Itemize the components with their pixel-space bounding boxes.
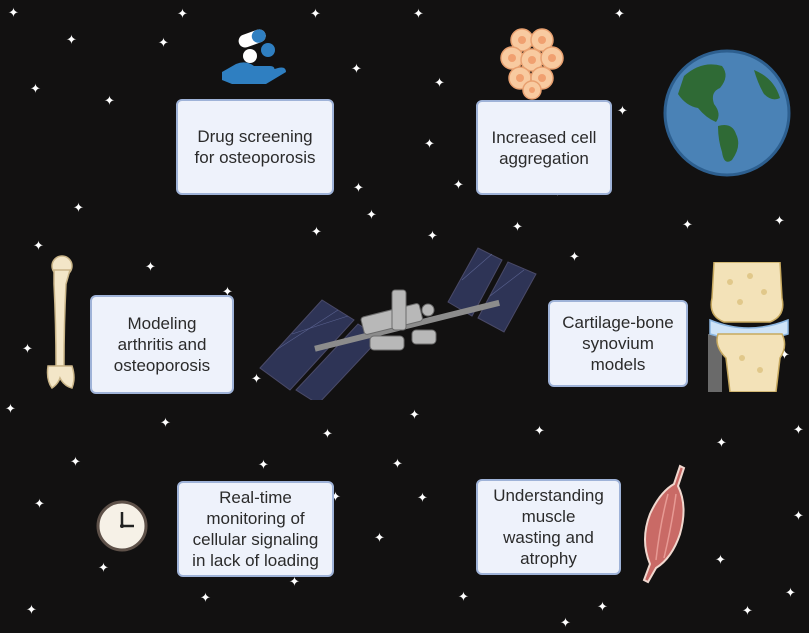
star: ✦ bbox=[392, 456, 403, 471]
star: ✦ bbox=[98, 560, 109, 575]
star: ✦ bbox=[34, 496, 45, 511]
star: ✦ bbox=[424, 136, 435, 151]
star: ✦ bbox=[322, 426, 333, 441]
space-station-icon bbox=[259, 247, 537, 400]
star: ✦ bbox=[560, 615, 571, 630]
star: ✦ bbox=[779, 347, 790, 362]
star: ✦ bbox=[104, 93, 115, 108]
clock-icon bbox=[96, 500, 148, 552]
star: ✦ bbox=[793, 422, 804, 437]
star: ✦ bbox=[793, 508, 804, 523]
star: ✦ bbox=[512, 219, 523, 234]
drug-screening-box: Drug screening for osteoporosis bbox=[176, 99, 334, 195]
star: ✦ bbox=[715, 552, 726, 567]
star: ✦ bbox=[409, 407, 420, 422]
star: ✦ bbox=[534, 423, 545, 438]
star: ✦ bbox=[716, 435, 727, 450]
cartilage-bone-box: Cartilage-bone synovium models bbox=[548, 300, 688, 387]
knee-joint-icon bbox=[708, 262, 789, 392]
star: ✦ bbox=[30, 81, 41, 96]
muscle-wasting-box: Understanding muscle wasting and atrophy bbox=[476, 479, 621, 575]
star: ✦ bbox=[614, 6, 625, 21]
star: ✦ bbox=[200, 590, 211, 605]
star: ✦ bbox=[427, 228, 438, 243]
star: ✦ bbox=[353, 180, 364, 195]
star: ✦ bbox=[569, 249, 580, 264]
star: ✦ bbox=[311, 224, 322, 239]
star: ✦ bbox=[177, 6, 188, 21]
earth-icon bbox=[663, 49, 791, 177]
star: ✦ bbox=[5, 401, 16, 416]
star: ✦ bbox=[66, 32, 77, 47]
cell-aggregation-box: Increased cell aggregation bbox=[476, 100, 612, 195]
star: ✦ bbox=[251, 371, 262, 386]
star: ✦ bbox=[774, 213, 785, 228]
star: ✦ bbox=[33, 238, 44, 253]
star: ✦ bbox=[258, 457, 269, 472]
star: ✦ bbox=[351, 61, 362, 76]
star: ✦ bbox=[374, 530, 385, 545]
star: ✦ bbox=[682, 217, 693, 232]
star: ✦ bbox=[417, 490, 428, 505]
star: ✦ bbox=[22, 341, 33, 356]
star: ✦ bbox=[8, 5, 19, 20]
star: ✦ bbox=[73, 200, 84, 215]
pills-in-hand-icon bbox=[222, 29, 286, 84]
star: ✦ bbox=[26, 602, 37, 617]
star: ✦ bbox=[145, 259, 156, 274]
bone-femur-icon bbox=[46, 255, 75, 390]
star: ✦ bbox=[158, 35, 169, 50]
star: ✦ bbox=[222, 284, 233, 299]
real-time-monitoring-box: Real-time monitoring of cellular signali… bbox=[177, 481, 334, 577]
star: ✦ bbox=[413, 6, 424, 21]
star: ✦ bbox=[742, 603, 753, 618]
star: ✦ bbox=[785, 585, 796, 600]
star: ✦ bbox=[366, 207, 377, 222]
star: ✦ bbox=[458, 589, 469, 604]
star: ✦ bbox=[330, 489, 341, 504]
star: ✦ bbox=[597, 599, 608, 614]
muscle-icon bbox=[642, 464, 686, 584]
star: ✦ bbox=[617, 103, 628, 118]
star: ✦ bbox=[434, 75, 445, 90]
star: ✦ bbox=[453, 177, 464, 192]
star: ✦ bbox=[160, 415, 171, 430]
modeling-arthritis-box: Modeling arthritis and osteoporosis bbox=[90, 295, 234, 394]
star: ✦ bbox=[289, 574, 300, 589]
cell-cluster-icon bbox=[500, 28, 564, 100]
star: ✦ bbox=[70, 454, 81, 469]
star: ✦ bbox=[310, 6, 321, 21]
